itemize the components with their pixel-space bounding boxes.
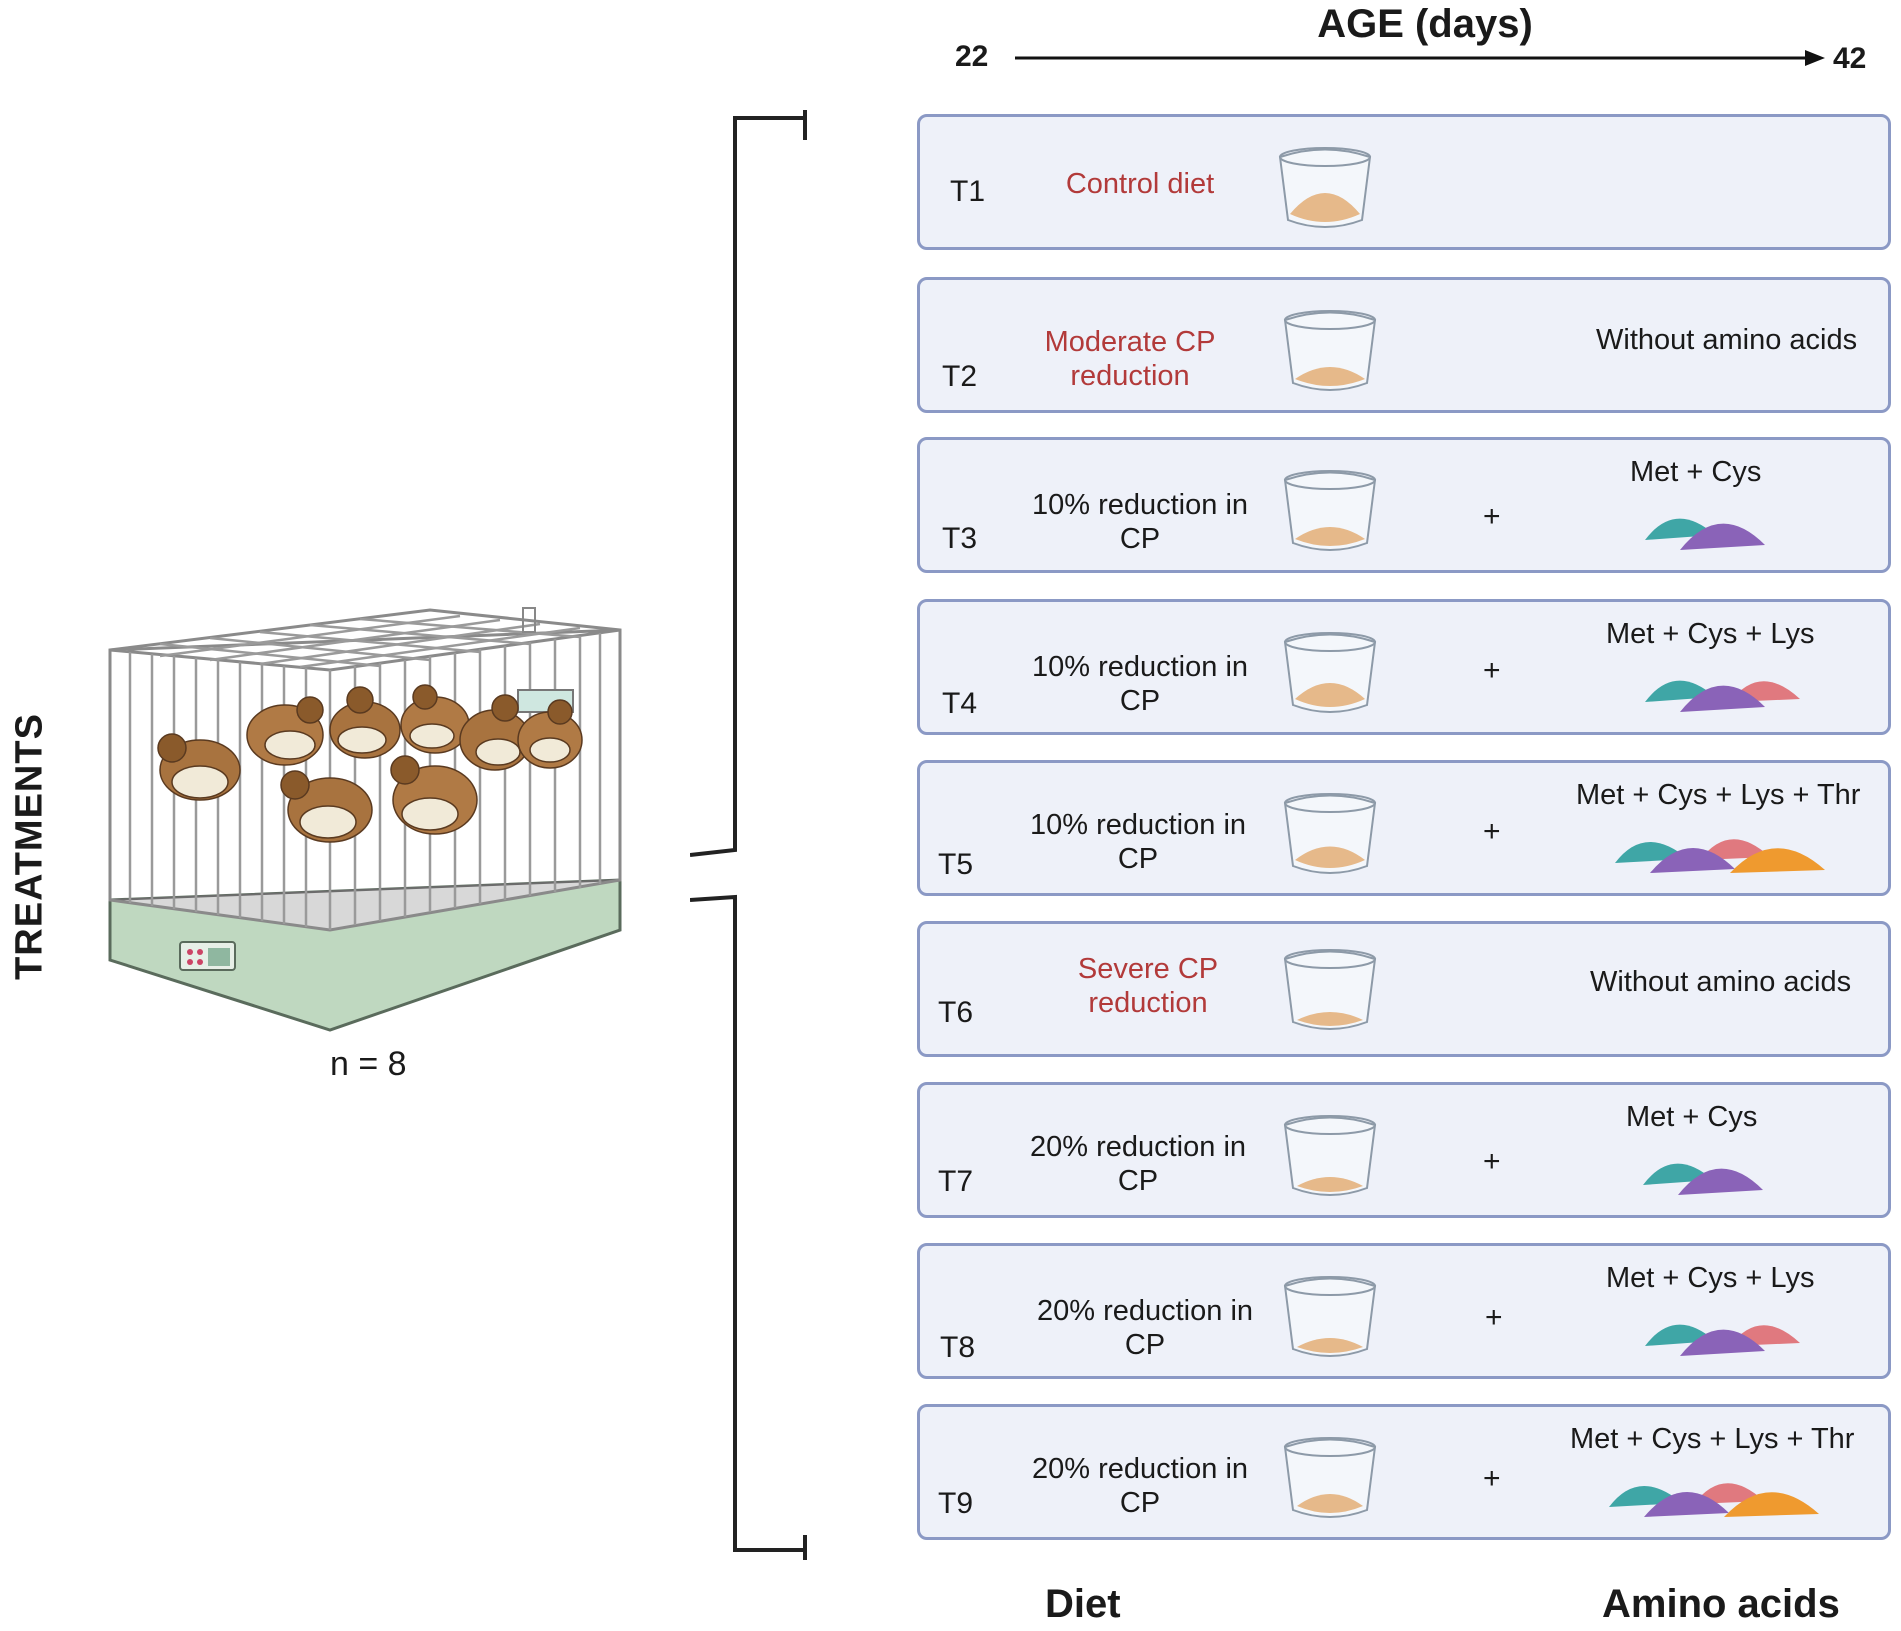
treatment-row-t2: T2 Moderate CP reduction Without amino a… [917,277,1891,413]
amino-acid-powder-icon [1645,680,1800,712]
treatment-row-t3: T3 10% reduction in CP + Met + Cys [917,437,1891,573]
age-end-label: 42 [1833,42,1867,75]
treatments-bracket [690,110,807,1560]
treatment-row-t7: T7 20% reduction in CP + Met + Cys [917,1082,1891,1218]
sample-size-label: n = 8 [330,1045,407,1083]
amino-acids-label: Without amino acids [1596,324,1858,356]
age-axis-title: AGE (days) [1317,2,1533,46]
beaker-icon [1283,1276,1377,1357]
treatments-label: TREATMENTS [8,713,51,980]
beaker-icon [1283,793,1377,874]
plus-sign: + [1483,1462,1501,1495]
amino-acids-label: Met + Cys [1630,456,1762,488]
beaker-icon [1283,632,1377,713]
plus-sign: + [1483,654,1501,687]
amino-acids-label: Met + Cys + Lys [1606,618,1815,650]
diet-label: Control diet [1065,168,1215,200]
plus-sign: + [1483,500,1501,533]
treatment-row-t9: T9 20% reduction in CP + Met + Cys + Lys… [917,1404,1891,1540]
treatment-id: T9 [938,1487,974,1520]
amino-acids-label: Met + Cys + Lys + Thr [1570,1423,1855,1455]
treatment-id: T3 [942,522,978,555]
diet-label: Severe CP reduction [1077,953,1219,1019]
beaker-icon [1283,310,1377,391]
amino-acid-powder-icon [1643,1163,1763,1195]
amino-acid-powder-icon [1645,518,1765,550]
treatment-row-t8: T8 20% reduction in CP + Met + Cys + Lys [917,1243,1891,1379]
beaker-icon [1283,1115,1377,1196]
beaker-icon [1283,949,1377,1030]
treatment-id: T6 [938,996,974,1029]
diet-label: 10% reduction in CP [1029,809,1247,875]
diet-label: 20% reduction in CP [1036,1295,1254,1361]
amino-acids-column-label: Amino acids [1602,1582,1840,1626]
beaker-icon [1283,1437,1377,1518]
diet-label: 20% reduction in CP [1031,1453,1249,1519]
treatment-row-t4: T4 10% reduction in CP + Met + Cys + Lys [917,599,1891,735]
treatment-id: T5 [938,848,974,881]
treatment-id: T1 [950,175,986,208]
diet-label: 10% reduction in CP [1031,651,1249,717]
treatment-row-t6: T6 Severe CP reduction Without amino aci… [917,921,1891,1057]
beaker-icon [1278,147,1372,228]
amino-acid-powder-icon [1609,1483,1819,1517]
amino-acids-label: Met + Cys + Lys [1606,1262,1815,1294]
treatment-row-t5: T5 10% reduction in CP + Met + Cys + Lys… [917,760,1891,896]
age-arrow [1015,50,1825,66]
amino-acids-label: Without amino acids [1590,966,1852,998]
plus-sign: + [1485,1301,1503,1334]
treatment-id: T7 [938,1165,974,1198]
amino-acids-label: Met + Cys [1626,1101,1758,1133]
plus-sign: + [1483,815,1501,848]
amino-acid-powder-icon [1615,839,1825,873]
plus-sign: + [1483,1145,1501,1178]
age-start-label: 22 [955,40,989,73]
treatment-id: T2 [942,360,978,393]
diet-label: 20% reduction in CP [1029,1131,1247,1197]
diet-label: Moderate CP reduction [1044,326,1216,392]
diet-label: 10% reduction in CP [1031,489,1249,555]
amino-acids-label: Met + Cys + Lys + Thr [1576,779,1861,811]
treatment-row-t1: T1 Control diet [917,114,1891,250]
amino-acid-powder-icon [1645,1324,1800,1356]
diet-column-label: Diet [1045,1582,1121,1626]
treatment-id: T8 [940,1331,976,1364]
quail-cage-illustration [108,607,622,1032]
treatment-id: T4 [942,687,978,720]
beaker-icon [1283,470,1377,551]
